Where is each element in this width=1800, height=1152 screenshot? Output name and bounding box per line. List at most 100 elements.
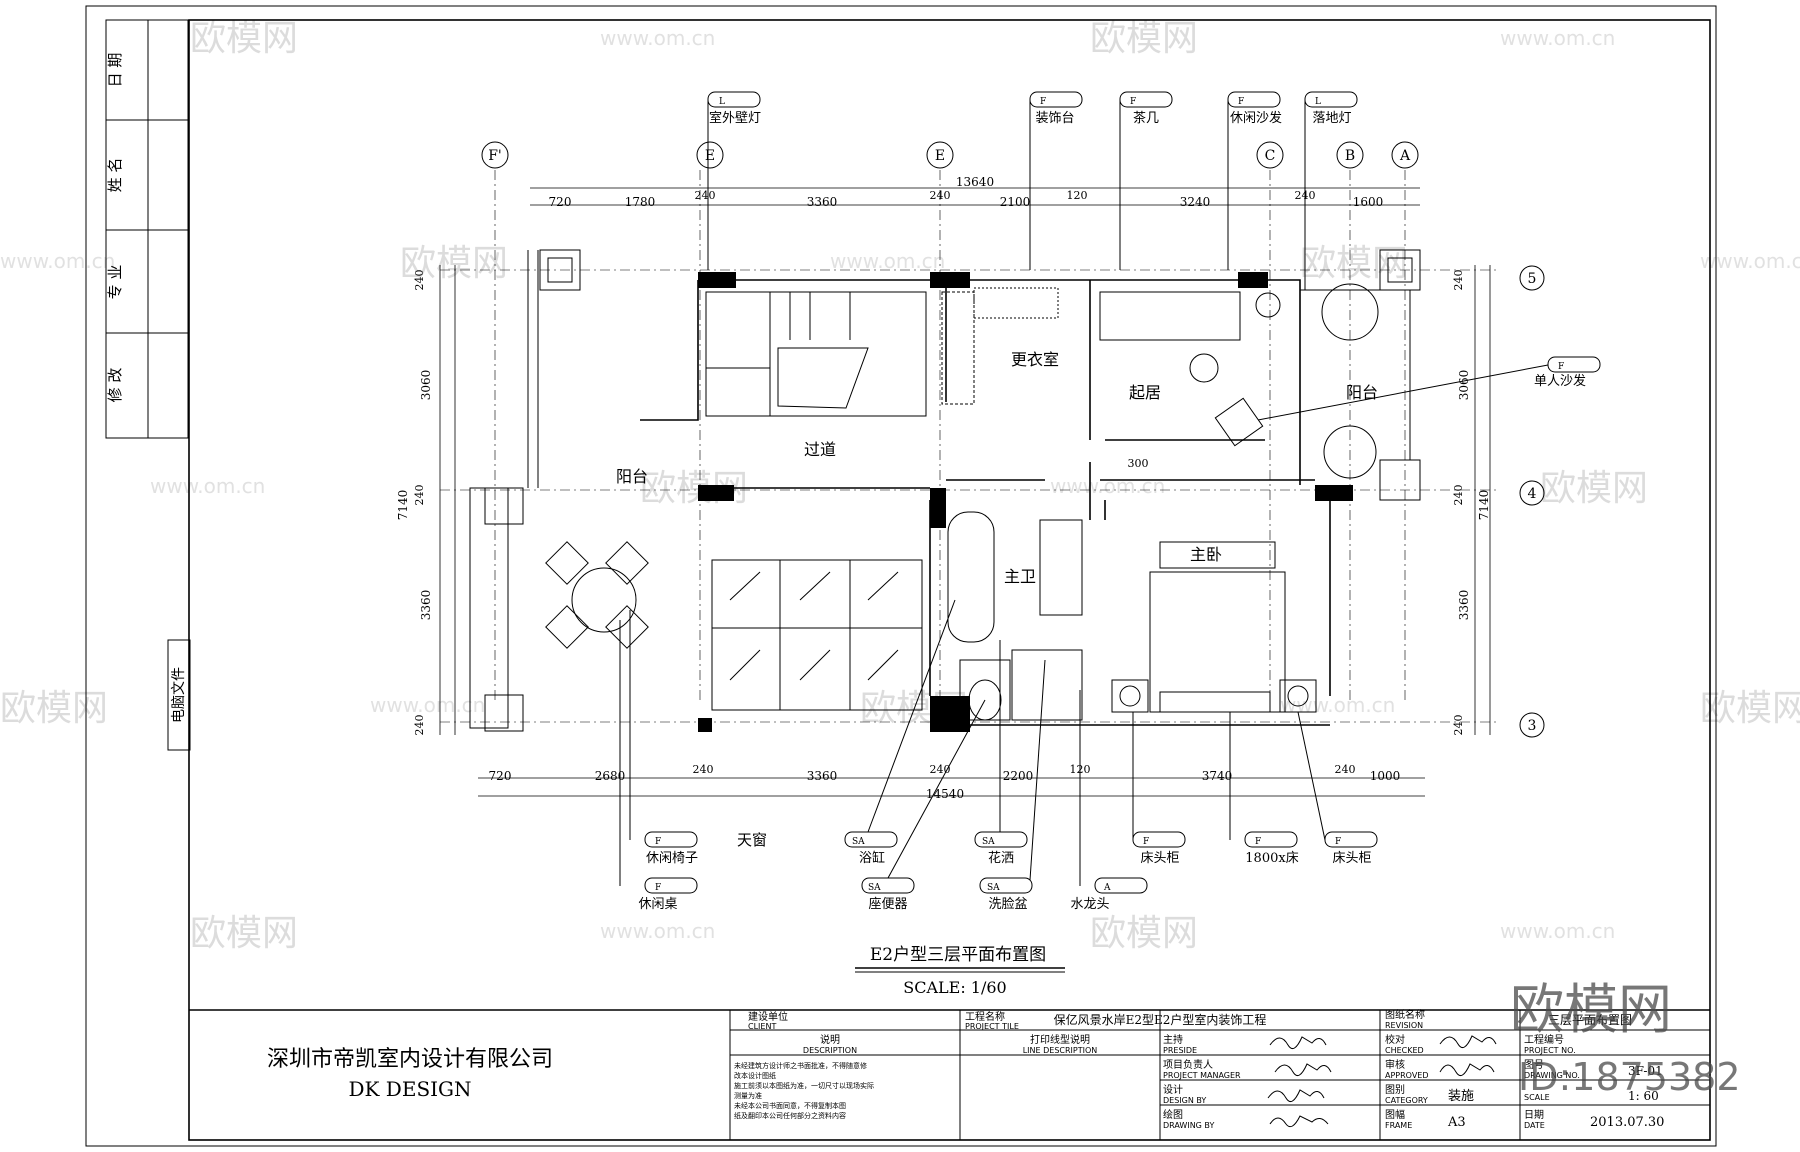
dimension-value: 240 xyxy=(1452,270,1465,291)
tag-code: SA xyxy=(868,883,881,893)
tag-code: F xyxy=(655,883,661,893)
tag-label: 浴缸 xyxy=(859,850,885,866)
tag-code: L xyxy=(1315,97,1321,107)
client-label-en: CLIENT xyxy=(748,1022,776,1031)
axis-label: 5 xyxy=(1528,271,1537,287)
watermark-url: www.om.cn xyxy=(1700,249,1800,273)
dimension-value: 720 xyxy=(489,769,512,783)
dimension-left: 240 3060 7140 240 3360 240 xyxy=(396,265,456,736)
dimension-value: 240 xyxy=(1335,763,1356,776)
axis-label: E xyxy=(935,148,945,164)
dimension-right: 240 3060 7140 240 3360 240 xyxy=(1452,265,1491,736)
tag-code: F xyxy=(1335,837,1341,847)
watermark-brand: 欧模网 xyxy=(1300,243,1408,284)
dimension-value: 120 xyxy=(1067,189,1088,202)
revision-modify-header: 修 改 xyxy=(106,368,124,403)
revision-discipline-header: 专 业 xyxy=(106,265,124,300)
checked-label-en: CHECKED xyxy=(1385,1046,1424,1055)
dimension-total: 13640 xyxy=(956,175,994,189)
description-label-en: DESCRIPTION xyxy=(803,1046,857,1055)
stair-area xyxy=(705,291,927,417)
note-line: 测量为准 xyxy=(734,1091,762,1100)
watermark-brand: 欧模网 xyxy=(1700,688,1800,729)
drawing-name-value: 三层平面布置图 xyxy=(1548,1013,1632,1027)
pm-label-cn: 项目负责人 xyxy=(1163,1058,1213,1071)
tag-code: SA xyxy=(987,883,1000,893)
project-no-label-en: PROJECT NO. xyxy=(1524,1046,1576,1055)
scale-value: 1: 60 xyxy=(1628,1089,1659,1103)
dimension-value: 240 xyxy=(1452,715,1465,736)
tag-code: SA xyxy=(852,837,865,847)
approved-label-cn: 审核 xyxy=(1385,1058,1405,1071)
dimension-value: 240 xyxy=(413,715,426,736)
design-label-en: DESIGN BY xyxy=(1163,1096,1206,1105)
master-bed xyxy=(1111,541,1317,713)
watermark-url: www.om.cn xyxy=(1050,474,1165,498)
category-value: 装施 xyxy=(1448,1089,1474,1104)
drawing-no-label-en: DRAWING NO. xyxy=(1524,1071,1580,1080)
dimension-value: 1780 xyxy=(625,195,656,209)
axis-bubbles-top: F' E E C B A xyxy=(481,141,1419,169)
tag-label: 休闲桌 xyxy=(638,897,677,912)
tag-code: F xyxy=(655,837,661,847)
dimension-value: 2200 xyxy=(1003,769,1034,783)
description-label-cn: 说明 xyxy=(820,1033,840,1046)
dimension-value: 2680 xyxy=(595,769,626,783)
tag-label: 座便器 xyxy=(868,897,907,912)
tag-label: 休闲椅子 xyxy=(646,851,698,866)
room-walkway: 过道 xyxy=(804,440,836,459)
company-name-cn: 深圳市帝凯室内设计有限公司 xyxy=(267,1047,553,1072)
signature-mark xyxy=(1269,1036,1327,1050)
project-name: 保亿风景水岸E2型E2户型室内装饰工程 xyxy=(1054,1012,1267,1027)
axis-label: F' xyxy=(488,148,502,164)
tag-code: F xyxy=(1143,837,1149,847)
dimension-value: 3060 xyxy=(1457,370,1471,401)
room-labels: 过道 更衣室 起居 阳台 阳台 主卫 主卧 天窗 300 xyxy=(616,350,1378,849)
axis-label: E xyxy=(705,148,715,164)
room-balcony-right: 阳台 xyxy=(1346,383,1378,402)
watermark-url: www.om.cn xyxy=(0,249,115,273)
client-label-cn: 建设单位 xyxy=(748,1010,788,1023)
company-name-en: DK DESIGN xyxy=(348,1077,471,1101)
tag-label: 落地灯 xyxy=(1312,111,1351,126)
tag-label: 休闲沙发 xyxy=(1230,110,1282,126)
project-label-en: PROJECT TILE xyxy=(965,1022,1019,1031)
dimension-value: 240 xyxy=(1452,485,1465,506)
tag-label: 床头柜 xyxy=(1332,851,1371,866)
watermark-url: www.om.cn xyxy=(150,474,265,498)
living-furniture xyxy=(1099,283,1379,479)
tag-code: F xyxy=(1238,97,1244,107)
note-line: 未经本公司书面同意，不得复制本图 xyxy=(734,1101,846,1110)
tag-code: F xyxy=(1040,97,1046,107)
dimension-value: 240 xyxy=(695,189,716,202)
revision-date-header: 日 期 xyxy=(106,53,124,88)
revision-label-en: REVISION xyxy=(1385,1021,1423,1030)
dimension-value: 3360 xyxy=(1457,590,1471,621)
tag-label: 1800x床 xyxy=(1245,851,1298,866)
preside-label-cn: 主持 xyxy=(1163,1033,1183,1046)
dimension-value: 300 xyxy=(1128,457,1149,470)
drawing-scale: SCALE: 1/60 xyxy=(903,978,1006,997)
drawing-label-en: DRAWING BY xyxy=(1163,1121,1214,1130)
walls xyxy=(469,249,1421,732)
watermark-brand: 欧模网 xyxy=(1540,468,1648,509)
dimension-value: 240 xyxy=(930,189,951,202)
watermark-brand: 欧模网 xyxy=(400,243,508,284)
dimension-value: 3360 xyxy=(419,590,433,621)
corner-watermark-brand: 欧模网 xyxy=(1510,978,1672,1041)
room-balcony-left: 阳台 xyxy=(616,467,648,486)
note-line: 未经建筑方设计师之书面批准，不得随意修 xyxy=(734,1061,867,1070)
watermark-brand: 欧模网 xyxy=(190,18,298,59)
dimension-value: 3740 xyxy=(1202,769,1233,783)
axis-label: A xyxy=(1399,148,1411,164)
dimension-bottom: 720 2680 240 3360 240 2200 120 3740 240 … xyxy=(478,763,1425,801)
tag-label: 洗脸盆 xyxy=(988,897,1027,912)
tag-code: F xyxy=(1130,97,1136,107)
date-value: 2013.07.30 xyxy=(1590,1115,1664,1130)
tag-code: F xyxy=(1255,837,1261,847)
bathroom-fixtures xyxy=(947,511,1083,721)
line-desc-label-en: LINE DESCRIPTION xyxy=(1023,1046,1098,1055)
room-dressing: 更衣室 xyxy=(1011,350,1059,369)
project-label-cn: 工程名称 xyxy=(965,1010,1005,1023)
